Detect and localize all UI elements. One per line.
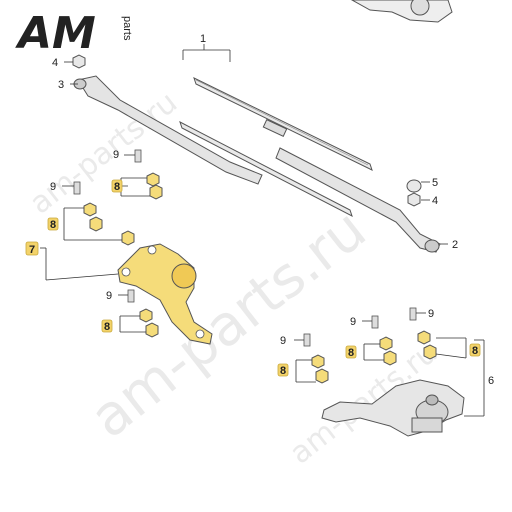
callout-8-c: 8: [104, 321, 110, 333]
callout-8-e: 8: [348, 347, 354, 359]
callout-9-d: 9: [280, 335, 286, 347]
am-parts-logo: AM parts: [15, 8, 133, 59]
callout-5: 5: [432, 177, 438, 189]
callout-8-d: 8: [280, 365, 286, 377]
callout-7-leader: [40, 247, 119, 281]
logo-suffix: parts: [121, 16, 133, 41]
wiper-blade-upper: [193, 77, 373, 171]
callout-9-a: 9: [113, 149, 119, 161]
callout-1: 1: [200, 33, 206, 45]
body-part-top-right: [350, 0, 453, 23]
callout-9-e: 9: [350, 316, 356, 328]
callout-3: 3: [58, 79, 64, 91]
logo-text: AM: [15, 8, 96, 59]
wiper-motor-assembly: [321, 379, 465, 437]
callout-1-leader: [182, 44, 231, 62]
callout-2: 2: [452, 239, 458, 251]
fastener-group-right-b: [362, 315, 397, 366]
nut-4-top: [64, 54, 86, 69]
callout-9-c: 9: [106, 290, 112, 302]
watermark-small-left: am-parts.ru: [23, 85, 184, 221]
wiper-arm-left: [73, 75, 263, 185]
callout-4-top: 4: [52, 57, 58, 69]
callout-6-leader: [464, 339, 485, 417]
wiper-blade-lower: [179, 119, 353, 218]
callout-8-f: 8: [472, 345, 478, 357]
callout-9-b: 9: [50, 181, 56, 193]
fastener-group-left-upper: [120, 149, 163, 200]
wiper-arm-right: [275, 147, 441, 253]
fastener-group-left-middle: [62, 181, 135, 246]
fastener-group-right-a: [294, 333, 329, 384]
cap-5: [406, 179, 430, 193]
nut-4-right: [407, 192, 430, 207]
callout-8-b: 8: [50, 219, 56, 231]
callout-4-right: 4: [432, 195, 438, 207]
callout-9-f: 9: [428, 308, 434, 320]
callout-8-a: 8: [114, 181, 120, 193]
fastener-group-right-c: [409, 307, 467, 360]
fastener-group-left-lower: [118, 289, 159, 338]
callout-6: 6: [488, 375, 494, 387]
callout-7: 7: [29, 244, 35, 256]
wiper-linkage-bracket-left: [117, 243, 213, 345]
